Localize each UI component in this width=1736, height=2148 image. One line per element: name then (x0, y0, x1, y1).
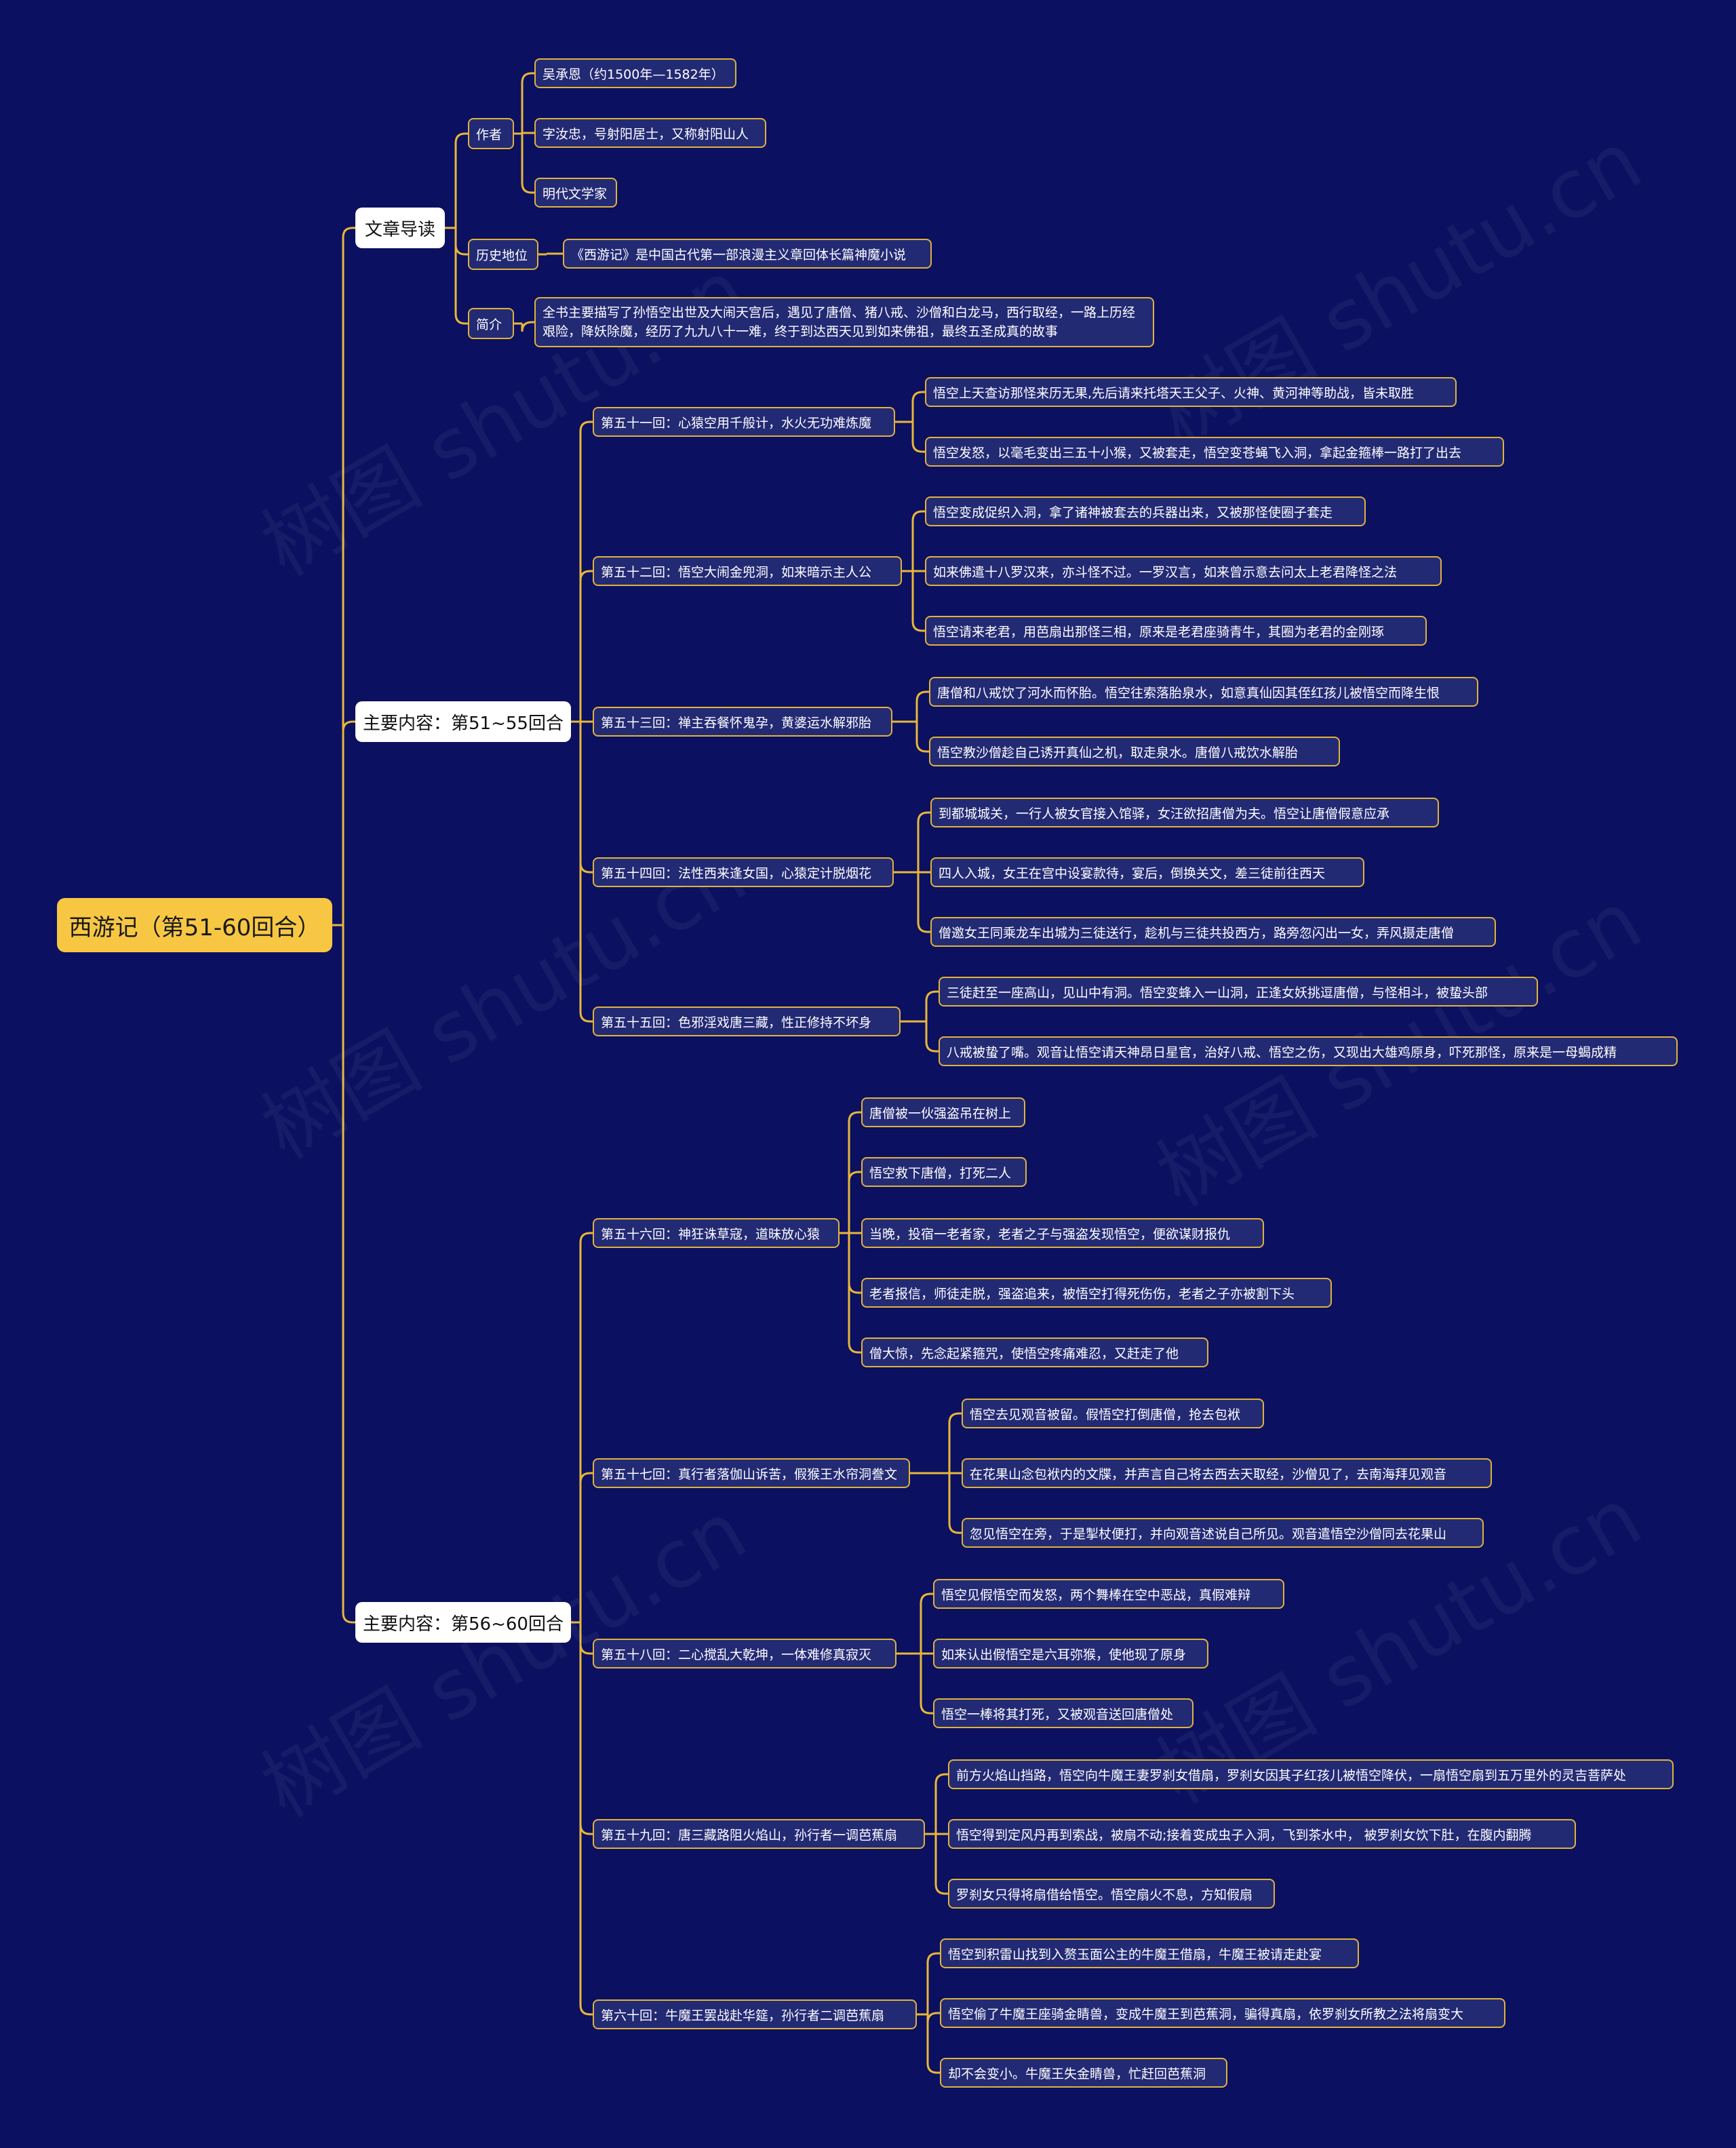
detail-item[interactable]: 忽见悟空在旁，于是掣杖便打，并向观音述说自己所见。观音遣悟空沙僧同去花果山 (962, 1518, 1484, 1548)
connector-line (915, 690, 929, 722)
detail-item[interactable]: 如来佛遣十八罗汉来，亦斗怪不过。一罗汉言，如来曾示意去问太上老君降怪之法 (925, 556, 1442, 586)
connector-line (917, 811, 930, 872)
chapter-4[interactable]: 第五十五回：色邪淫戏唐三藏，性正修持不坏身 (593, 1007, 901, 1036)
detail-item[interactable]: 唐僧被一伙强盗吊在树上 (861, 1097, 1025, 1127)
detail-item[interactable]: 悟空上天查访那怪来历无果,先后请来托塔天王父子、火神、黄河神等助战，皆未取胜 (925, 377, 1457, 407)
detail-item[interactable]: 却不会变小。牛魔王失金睛兽，忙赶回芭蕉洞 (940, 2058, 1227, 2088)
detail-item[interactable]: 悟空见假悟空而发怒，两个舞棒在空中恶战，真假难辩 (933, 1579, 1284, 1609)
connector-line (454, 228, 468, 325)
chapter-2[interactable]: 第五十八回：二心搅乱大乾坤，一体难修真寂灭 (593, 1639, 896, 1668)
chapter-3[interactable]: 第五十四回：法性西来逢女国，心猿定计脱烟花 (593, 857, 894, 887)
detail-item[interactable]: 字汝忠，号射阳居士，又称射阳山人 (534, 118, 766, 148)
chapter-1[interactable]: 第五十七回：真行者落伽山诉苦，假猴王水帘洞誊文 (593, 1458, 910, 1488)
detail-item[interactable]: 悟空到积雷山找到入赘玉面公主的牛魔王借扇，牛魔王被请走赴宴 (940, 1938, 1359, 1968)
detail-item[interactable]: 吴承恩（约1500年—1582年） (534, 58, 736, 88)
connector-line (848, 1111, 861, 1233)
detail-item[interactable]: 悟空发怒，以毫毛变出三五十小猴，又被套走，悟空变苍蝇飞入洞，拿起金箍棒一路打了出… (925, 437, 1504, 467)
connector-line (521, 134, 534, 194)
connector-line (926, 2014, 940, 2074)
connector-line (579, 1622, 593, 2016)
connector-line (848, 1233, 861, 1294)
chapter-0[interactable]: 第五十六回：神狂诛草寇，道昧放心猿 (593, 1218, 840, 1248)
section-2[interactable]: 主要内容：第56~60回合 (355, 1602, 571, 1643)
section-0[interactable]: 文章导读 (355, 208, 445, 248)
topic-0[interactable]: 作者 (468, 118, 514, 149)
connector-line (454, 132, 468, 228)
detail-item[interactable]: 当晚，投宿一老者家，老者之子与强盗发现悟空，便欲谋财报仇 (861, 1218, 1264, 1248)
detail-item[interactable]: 僧大惊，先念起紧箍咒，使悟空疼痛难忍，又赶走了他 (861, 1337, 1208, 1367)
detail-item[interactable]: 到都城城关，一行人被女官接入馆驿，女汪欲招唐僧为夫。悟空让唐僧假意应承 (930, 798, 1439, 827)
connector-line (521, 72, 534, 134)
detail-item[interactable]: 悟空变成促织入洞，拿了诸神被套去的兵器出来，又被那怪使圈子套走 (925, 496, 1366, 526)
detail-item[interactable]: 在花果山念包袱内的文牒，并声言自己将去西去天取经，沙僧见了，去南海拜见观音 (962, 1458, 1492, 1488)
connector-line (342, 925, 355, 1624)
detail-item[interactable]: 老者报信，师徒走脱，强盗追来，被悟空打得死伤伤，老者之子亦被割下头 (861, 1278, 1332, 1308)
detail-item[interactable]: 罗刹女只得将扇借给悟空。悟空扇火不息，方知假扇 (948, 1879, 1275, 1909)
connector-line (925, 990, 939, 1021)
connector-line (926, 1952, 940, 2014)
connector-line (848, 1233, 861, 1354)
detail-item[interactable]: 悟空得到定风丹再到索战，被扇不动;接着变成虫子入洞，飞到茶水中， 被罗刹女饮下肚… (948, 1819, 1576, 1849)
connector-line (579, 570, 593, 722)
detail-item[interactable]: 明代文学家 (534, 178, 617, 208)
detail-item[interactable]: 悟空去见观音被留。假悟空打倒唐僧，抢去包袱 (962, 1399, 1264, 1428)
chapter-3[interactable]: 第五十九回：唐三藏路阻火焰山，孙行者一调芭蕉扇 (593, 1819, 925, 1849)
detail-item[interactable]: 唐僧和八戒饮了河水而怀胎。悟空往索落胎泉水，如意真仙因其侄红孩儿被悟空而降生恨 (929, 677, 1478, 707)
detail-item[interactable]: 悟空救下唐僧，打死二人 (861, 1157, 1027, 1187)
detail-item[interactable]: 悟空教沙僧趁自己诱开真仙之机，取走泉水。唐僧八戒饮水解胎 (929, 737, 1340, 766)
connector-line (948, 1473, 962, 1534)
detail-item[interactable]: 如来认出假悟空是六耳弥猴，使他现了原身 (933, 1639, 1208, 1668)
connector-line (342, 227, 355, 925)
topic-1[interactable]: 历史地位 (468, 239, 538, 270)
chapter-1[interactable]: 第五十二回：悟空大闹金兜洞，如来暗示主人公 (593, 556, 902, 586)
connector-line (934, 1834, 948, 1895)
detail-item[interactable]: 三徒赶至一座高山，见山中有洞。悟空变蜂入一山洞，正逢女妖挑逗唐僧，与怪相斗，被蛰… (939, 977, 1538, 1007)
chapter-2[interactable]: 第五十三回：禅主吞餐怀鬼孕，黄婆运水解邪胎 (593, 707, 892, 737)
connector-line (917, 872, 930, 933)
connector-line (915, 722, 929, 753)
detail-item[interactable]: 前方火焰山挡路，悟空向牛魔王妻罗刹女借扇，罗刹女因其子红孩儿被悟空降伏，一扇悟空… (948, 1759, 1674, 1789)
detail-item[interactable]: 四人入城，女王在宫中设宴款待，宴后，倒换关文，差三徒前往西天 (930, 857, 1364, 887)
connector-line (911, 422, 925, 453)
connector-line (948, 1412, 962, 1473)
connector-line (454, 228, 468, 256)
connector-line (579, 421, 593, 722)
connector-line (579, 1232, 593, 1622)
detail-item[interactable]: 八戒被蛰了嘴。观音让悟空请天神昂日星官，治好八戒、悟空之伤，又现出大雄鸡原身，吓… (939, 1036, 1678, 1066)
connector-line (911, 391, 925, 422)
connector-line (934, 1773, 948, 1834)
detail-item[interactable]: 悟空一棒将其打死，又被观音送回唐僧处 (933, 1698, 1194, 1728)
detail-item[interactable]: 悟空请来老君，用芭扇出那怪三相，原来是老君座骑青牛，其圈为老君的金刚琢 (925, 616, 1427, 646)
connector-line (920, 1654, 933, 1715)
detail-item[interactable]: 僧邀女王同乘龙车出城为三徒送行，趁机与三徒共投西方，路旁忽闪出一女，弄风摄走唐僧 (930, 917, 1496, 947)
connector-line (579, 722, 593, 1023)
connector-line (926, 2012, 940, 2023)
connector-line (911, 571, 925, 632)
connector-line (925, 1021, 939, 1053)
connector-line (848, 1171, 861, 1233)
connector-line (911, 510, 925, 571)
topic-2[interactable]: 简介 (468, 308, 514, 339)
chapter-4[interactable]: 第六十回：牛魔王罢战赴华筵，孙行者二调芭蕉扇 (593, 1999, 917, 2029)
detail-item[interactable]: 《西游记》是中国古代第一部浪漫主义章回体长篇神魔小说 (563, 239, 932, 269)
root-node[interactable]: 西游记（第51-60回合） (57, 898, 332, 952)
connector-line (342, 720, 355, 925)
connector-line (579, 1472, 593, 1622)
connector-line (920, 1593, 933, 1654)
detail-item[interactable]: 全书主要描写了孙悟空出世及大闹天宫后，遇见了唐僧、猪八戒、沙僧和白龙马，西行取经… (534, 297, 1154, 347)
connector-line (521, 321, 534, 332)
connector-line (579, 722, 593, 874)
chapter-0[interactable]: 第五十一回：心猿空用千般计，水火无功难炼魔 (593, 407, 895, 437)
detail-item[interactable]: 悟空偷了牛魔王座骑金睛兽，变成牛魔王到芭蕉洞，骗得真扇，依罗刹女所教之法将扇变大 (940, 1998, 1505, 2028)
section-1[interactable]: 主要内容：第51~55回合 (355, 701, 571, 742)
